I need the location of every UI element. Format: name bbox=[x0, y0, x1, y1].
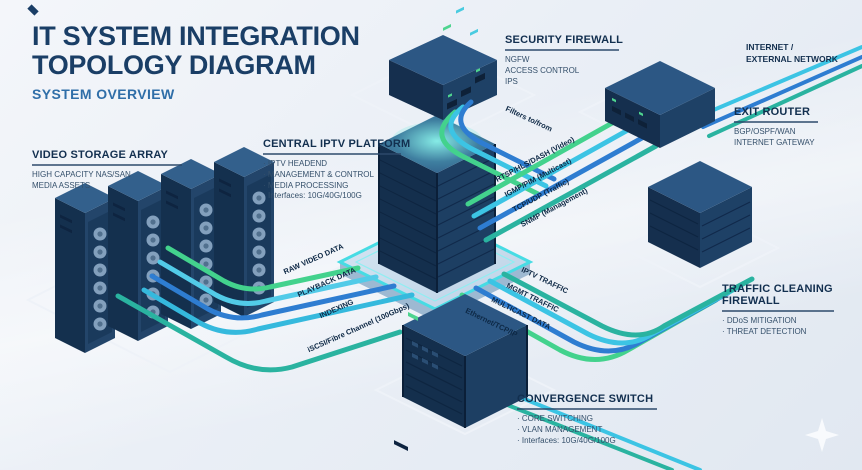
firewall-filter-cables bbox=[439, 99, 557, 197]
node-line: · IPTV HEADEND bbox=[263, 159, 328, 168]
node-line: · MEDIA PROCESSING bbox=[263, 180, 349, 190]
node-title: FIREWALL bbox=[722, 295, 780, 307]
node-line: MEDIA ASSETS bbox=[32, 180, 91, 190]
node-line: HIGH CAPACITY NAS/SAN bbox=[32, 170, 131, 179]
node-line: · VLAN MANAGEMENT bbox=[517, 424, 603, 434]
internet-line: EXTERNAL NETWORK bbox=[746, 53, 838, 64]
node-line: · THREAT DETECTION bbox=[722, 326, 807, 336]
exit-router-device bbox=[605, 61, 715, 148]
label-security-firewall: SECURITY FIREWALL NGFW ACCESS CONTROL IP… bbox=[505, 34, 623, 87]
sparkle-mark bbox=[805, 418, 839, 452]
node-line: · MANAGEMENT & CONTROL bbox=[263, 169, 374, 179]
node-title: SECURITY FIREWALL bbox=[505, 34, 624, 46]
page-subtitle: SYSTEM OVERVIEW bbox=[32, 85, 175, 102]
label-central-iptv-platform: CENTRAL IPTV PLATFORM · IPTV HEADEND · M… bbox=[263, 138, 410, 202]
label-traffic-cleaning-firewall: TRAFFIC CLEANING FIREWALL · DDoS MITIGAT… bbox=[722, 283, 834, 338]
node-title: VIDEO STORAGE ARRAY bbox=[32, 149, 169, 161]
node-line: · CORE SWITCHING bbox=[517, 414, 593, 423]
label-internet-external-network: INTERNET / EXTERNAL NETWORK bbox=[746, 42, 838, 66]
storage-to-platform-cables bbox=[115, 245, 415, 373]
rule bbox=[722, 310, 834, 312]
node-line: BGP/OSPF/WAN bbox=[734, 127, 796, 136]
node-line: NGFW bbox=[505, 55, 530, 64]
node-title: CONVERGENCE SWITCH bbox=[517, 393, 654, 405]
traffic-cleaning-firewall-device bbox=[648, 161, 752, 268]
rule bbox=[505, 49, 619, 51]
node-line: Interfaces: 10G/40G/100G bbox=[268, 191, 362, 201]
node-title: TRAFFIC CLEANING bbox=[722, 283, 833, 295]
node-line: INTERNET GATEWAY bbox=[734, 137, 815, 147]
rule bbox=[32, 164, 182, 166]
platform-to-cleaning-cables bbox=[459, 271, 755, 362]
convergence-switch-device bbox=[402, 294, 528, 428]
page-header: IT SYSTEM INTEGRATION TOPOLOGY DIAGRAM S… bbox=[32, 22, 360, 102]
rule bbox=[517, 408, 657, 410]
label-video-storage-array: VIDEO STORAGE ARRAY HIGH CAPACITY NAS/SA… bbox=[32, 149, 182, 192]
page-title-line2: TOPOLOGY DIAGRAM bbox=[32, 49, 316, 80]
node-line: · Interfaces: 10G/40G/100G bbox=[517, 435, 616, 445]
label-convergence-switch: CONVERGENCE SWITCH · CORE SWITCHING · VL… bbox=[517, 393, 657, 446]
rule bbox=[734, 121, 818, 123]
rule bbox=[263, 153, 401, 155]
node-line: · DDoS MITIGATION bbox=[722, 316, 797, 325]
node-title: EXIT ROUTER bbox=[734, 106, 811, 118]
node-line: IPS bbox=[505, 76, 518, 86]
router-to-internet-cables bbox=[695, 45, 862, 138]
node-title: CENTRAL IPTV PLATFORM bbox=[263, 138, 411, 150]
internet-line: INTERNET / bbox=[746, 42, 794, 52]
security-firewall-device bbox=[389, 35, 497, 451]
page-title-line1: IT SYSTEM INTEGRATION bbox=[32, 21, 360, 51]
node-line: ACCESS CONTROL bbox=[505, 65, 580, 75]
label-exit-router: EXIT ROUTER BGP/OSPF/WAN INTERNET GATEWA… bbox=[734, 106, 818, 149]
switch-bottom-cables bbox=[498, 392, 702, 470]
platform-to-router-cables bbox=[465, 119, 659, 243]
